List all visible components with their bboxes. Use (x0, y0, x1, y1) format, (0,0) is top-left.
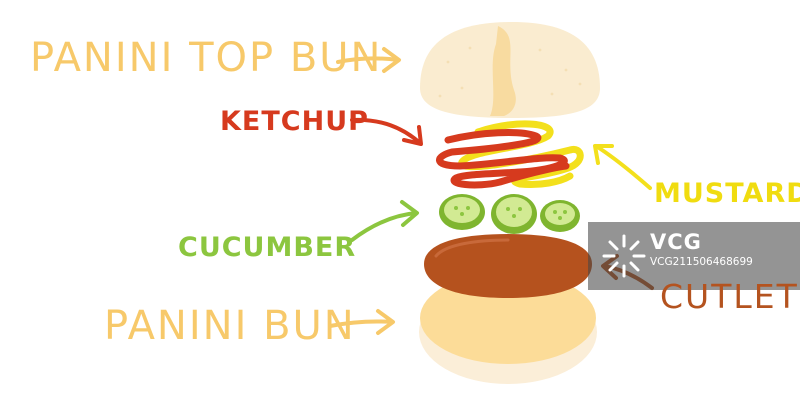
cucumber-slice (491, 194, 537, 234)
label-mustard: MUSTARD (654, 178, 800, 209)
label-panini-top-bun: PANINI TOP BUN (30, 35, 383, 81)
ketchup-squiggle (436, 129, 570, 189)
arrow-top-bun (336, 47, 401, 73)
arrow-ketchup (350, 117, 423, 146)
cutlet (424, 234, 592, 298)
arrow-bun (328, 309, 395, 335)
arrow-mustard (593, 144, 652, 190)
vcg-logo-icon (602, 234, 646, 278)
watermark-id: VCG211506468699 (650, 256, 753, 268)
watermark-brand: VCG (650, 230, 702, 254)
label-ketchup: KETCHUP (220, 106, 369, 137)
cucumber-slices (439, 194, 580, 234)
arrow-cucumber (350, 200, 419, 242)
cucumber-slice (439, 194, 485, 230)
top-bun (420, 22, 600, 118)
watermark: VCG VCG211506468699 (588, 222, 800, 290)
sauces (436, 120, 584, 189)
label-panini-bun: PANINI BUN (104, 303, 356, 349)
label-cucumber: CUCUMBER (178, 232, 357, 263)
label-cutlet: CUTLET (660, 277, 799, 316)
cucumber-slice (540, 200, 580, 232)
bottom-bun (419, 272, 597, 384)
